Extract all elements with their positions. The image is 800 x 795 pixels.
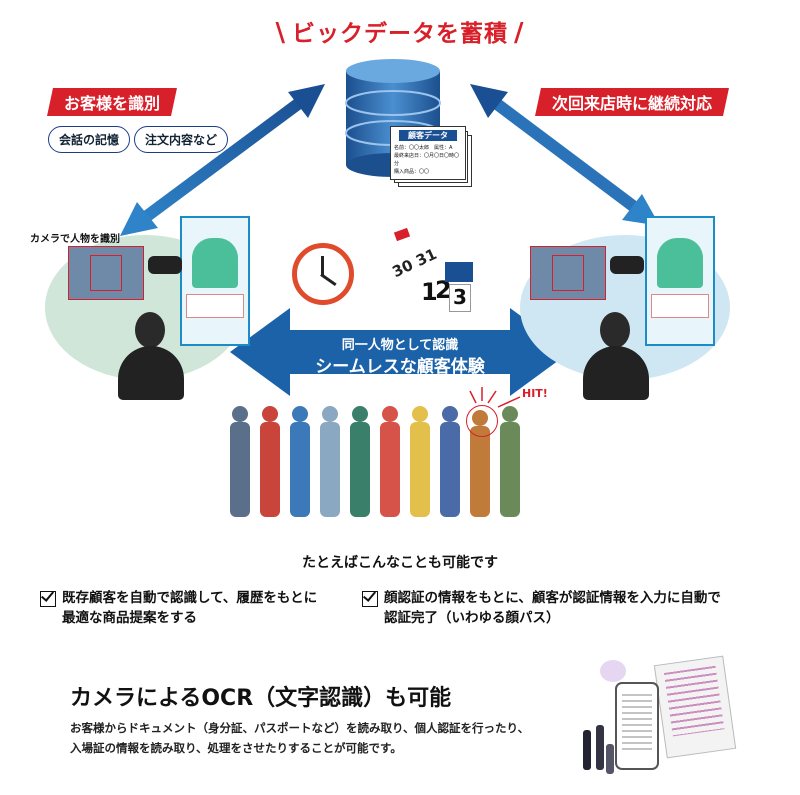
ocr-title: カメラによるOCR（文字認識）も可能 [70, 686, 452, 711]
card-lines: 名前：〇〇太郎 属性：A 最終来店日：〇月〇日〇時〇分 購入商品：〇〇 [391, 141, 465, 179]
smartphone-icon [615, 682, 659, 770]
example-line: 既存顧客を自動で認識して、履歴をもとに [62, 590, 318, 606]
checkbox-icon [40, 591, 56, 607]
face-frame [552, 255, 584, 291]
card-line: 最終来店日：〇月〇日〇時〇分 [394, 153, 460, 167]
face-detection-box [68, 246, 144, 300]
card-title: 顧客データ [399, 130, 457, 141]
small-person-icon [606, 744, 614, 774]
left-staff-head [135, 312, 165, 348]
right-kiosk-screen [645, 216, 715, 346]
small-person-icon [596, 725, 604, 770]
chat-box [186, 294, 244, 318]
ocr-line: お客様からドキュメント（身分証、パスポートなど）を読み取り、個人認証を行ったり、 [70, 721, 530, 735]
calendar-icon: 30 31 1 2 3 [385, 226, 475, 312]
arrow-right-diagonal [470, 84, 660, 226]
example-line: 認証完了（いわゆる顔パス） [384, 610, 560, 626]
calendar-stand [445, 262, 473, 282]
crowd [225, 402, 555, 522]
camera-icon [148, 256, 182, 274]
calendar-digit: 1 [421, 278, 438, 306]
card-line: 購入商品：〇〇 [394, 169, 430, 175]
clock-hand-hour [321, 256, 324, 276]
slash-right-icon: / [514, 18, 525, 48]
hit-rays [469, 387, 521, 408]
avatar-character [657, 238, 703, 288]
small-person-icon [583, 730, 591, 770]
example-item: 既存顧客を自動で認識して、履歴をもとに 最適な商品提案をする [40, 588, 362, 628]
customer-data-card: 顧客データ 名前：〇〇太郎 属性：A 最終来店日：〇月〇日〇時〇分 購入商品：〇… [390, 126, 466, 180]
calendar-digit: 2 [435, 276, 452, 304]
document-text-lines [663, 665, 725, 737]
right-staff-head [600, 312, 630, 348]
camera-icon [610, 256, 644, 274]
face-detection-box [530, 246, 606, 300]
slash-left-icon: \ [275, 18, 286, 48]
left-staff-body [118, 346, 184, 400]
arrow-center-horizontal [230, 308, 570, 396]
chat-box [651, 294, 709, 318]
ocr-line: 入場証の情報を読み取り、処理をさせたりすることが可能です。 [70, 741, 402, 755]
center-arrow-line2: シームレスな顧客体験 [315, 357, 485, 377]
document-icon [653, 655, 737, 759]
example-line: 最適な商品提案をする [62, 610, 197, 626]
ocr-description: お客様からドキュメント（身分証、パスポートなど）を読み取り、個人認証を行ったり、… [70, 718, 529, 758]
flying-digits: 30 31 [389, 244, 440, 282]
flow-arrows [120, 84, 660, 396]
hit-circle [466, 405, 498, 437]
crowd-figures [230, 406, 520, 517]
card-line: 名前：〇〇太郎 属性：A [394, 145, 453, 151]
clock-icon [292, 243, 354, 305]
camera-label: カメラで人物を識別 [30, 234, 120, 245]
checkbox-icon [362, 591, 378, 607]
phone-screen-lines [622, 694, 652, 750]
example-line: 顔認証の情報をもとに、顧客が認証情報を入力に自動で [384, 590, 721, 606]
left-kiosk-screen [180, 216, 250, 346]
calendar-digit-card: 3 [449, 284, 471, 312]
arrow-left-diagonal [120, 84, 325, 236]
face-frame [90, 255, 122, 291]
right-staff-body [583, 346, 649, 400]
clock-hand-minute [320, 273, 337, 287]
hit-label: HIT! [522, 387, 548, 400]
center-arrow-line1: 同一人物として認識 [341, 338, 459, 353]
speech-bubble-icon [600, 660, 626, 682]
avatar-character [192, 238, 238, 288]
bubble-conversation: 会話の記憶 [48, 126, 131, 153]
top-title: \ビックデータを蓄積/ [275, 18, 525, 48]
bubble-order: 注文内容など [134, 126, 229, 153]
calendar-page [393, 227, 411, 242]
example-item: 顔認証の情報をもとに、顧客が認証情報を入力に自動で 認証完了（いわゆる顔パス） [362, 588, 784, 628]
examples-title: たとえばこんなことも可能です [302, 555, 498, 571]
